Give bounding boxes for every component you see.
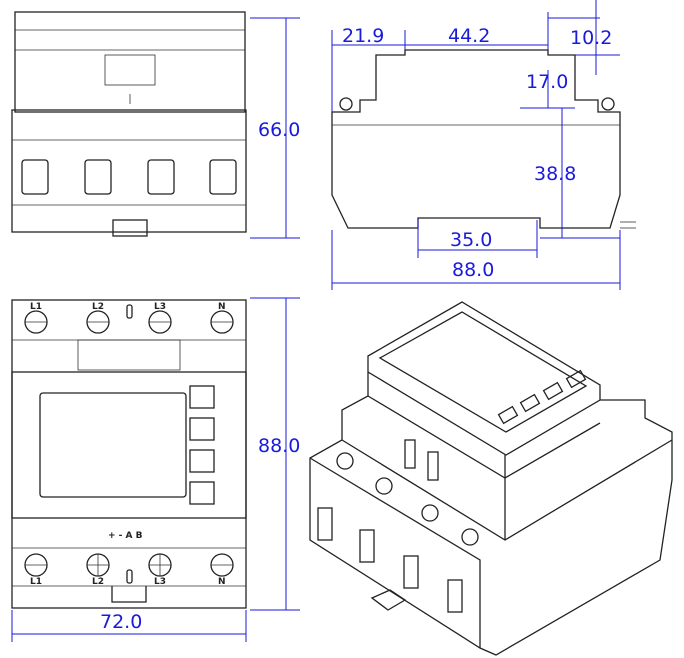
- dim-label: 10.2: [570, 27, 612, 49]
- dim-label: 35.0: [450, 229, 492, 251]
- dim-label: 88.0: [452, 259, 494, 281]
- terminal-label: L1: [30, 302, 42, 312]
- dim-label: 88.0: [258, 435, 300, 457]
- side-dimensions: 21.9 44.2 10.2 17.0 38.8 35.0 88.0: [331, 0, 621, 290]
- top-terminals: L1 L2 L3 N: [24, 302, 234, 334]
- dim-label: 72.0: [100, 611, 142, 633]
- bottom-terminals: L1 L2 L3 N: [24, 553, 234, 587]
- terminal-label: L1: [30, 577, 42, 587]
- top-view: [11, 11, 247, 237]
- isometric-view: [309, 301, 673, 656]
- dim-label: 17.0: [526, 71, 568, 93]
- dim-label: 21.9: [342, 25, 384, 47]
- dim-label: 38.8: [534, 163, 576, 185]
- terminal-label: L3: [154, 302, 166, 312]
- terminal-label: N: [218, 577, 226, 587]
- terminal-label: L3: [154, 577, 166, 587]
- dim-label: 66.0: [258, 119, 300, 141]
- front-view: + - A B L1 L2 L3 N L1 L2 L3 N: [11, 299, 247, 609]
- comm-terminal-labels: + - A B: [108, 531, 143, 541]
- dim-top-height: 66.0: [250, 17, 300, 239]
- dim-label: 44.2: [448, 25, 490, 47]
- terminal-label: L2: [92, 577, 104, 587]
- front-dimensions: 88.0 72.0: [11, 297, 300, 642]
- terminal-label: N: [218, 302, 226, 312]
- terminal-label: L2: [92, 302, 104, 312]
- side-view: [331, 49, 636, 229]
